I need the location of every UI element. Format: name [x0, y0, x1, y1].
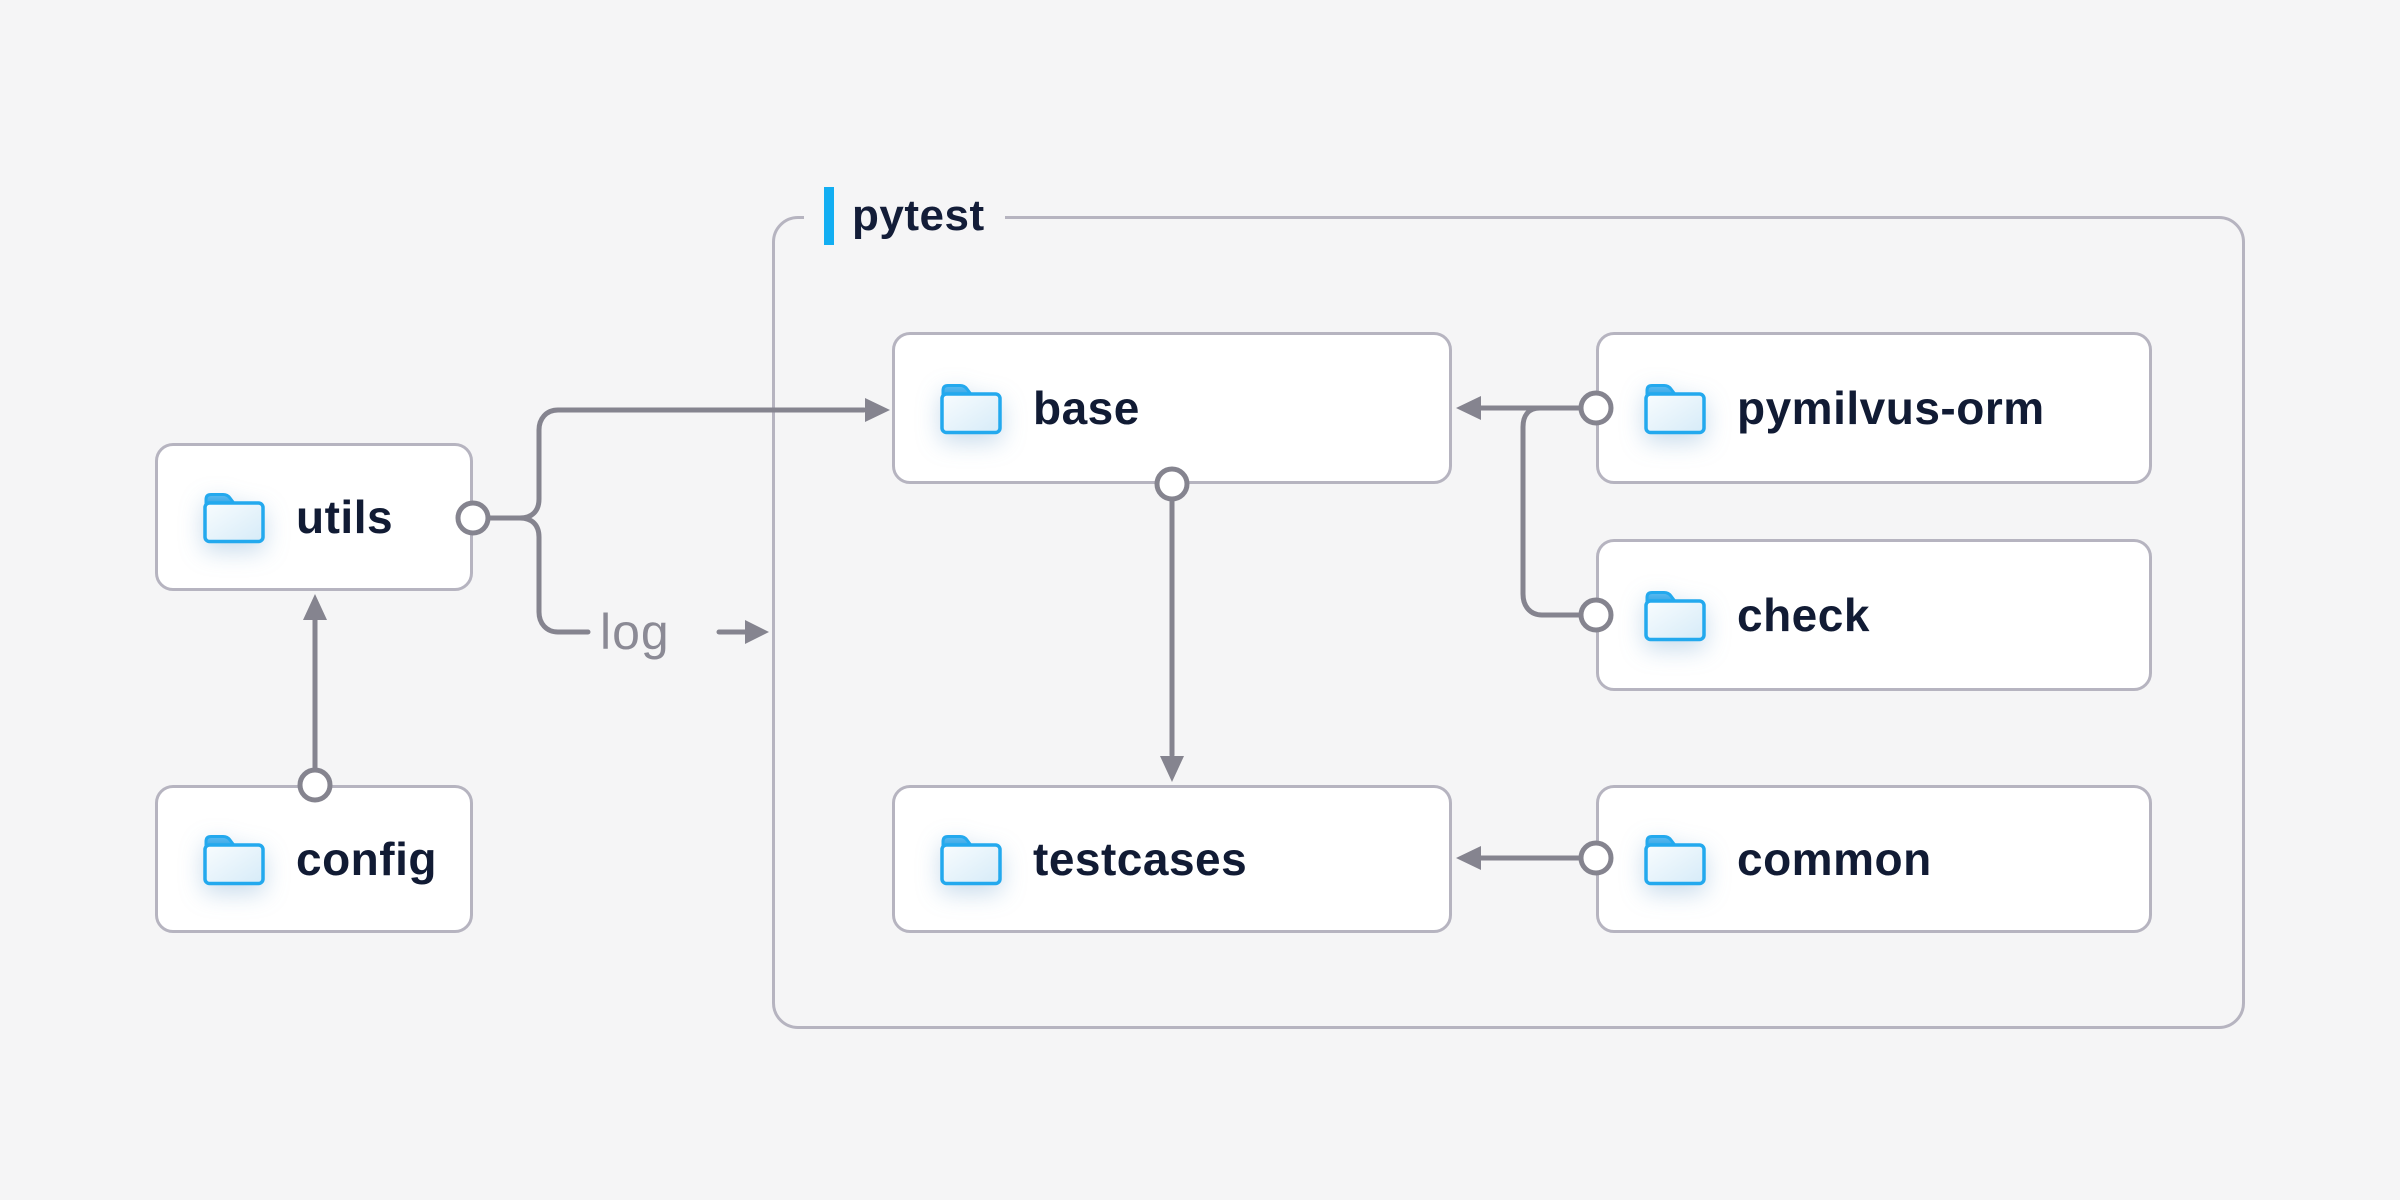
folder-icon [1643, 832, 1707, 886]
node-pymilvus-orm: pymilvus-orm [1596, 332, 2152, 484]
node-label: testcases [1033, 833, 1248, 885]
folder-icon [1643, 381, 1707, 435]
folder-icon [939, 832, 1003, 886]
folder-icon [1643, 588, 1707, 642]
pytest-container-label: pytest [804, 186, 1005, 246]
edge-label-log: log [600, 604, 670, 660]
node-testcases: testcases [892, 785, 1452, 933]
node-config: config [155, 785, 473, 933]
node-label: base [1033, 382, 1140, 434]
node-label: pymilvus-orm [1737, 382, 2045, 434]
node-check: check [1596, 539, 2152, 691]
arrowhead-right-icon [745, 620, 769, 644]
pytest-container-title: pytest [852, 191, 985, 240]
arrowhead-up-icon [303, 594, 327, 620]
node-base: base [892, 332, 1452, 484]
node-label: config [296, 833, 437, 885]
pytest-container [772, 216, 2245, 1029]
node-label: utils [296, 491, 394, 543]
node-label: common [1737, 833, 1932, 885]
folder-icon [939, 381, 1003, 435]
accent-bar-icon [824, 187, 834, 245]
folder-icon [202, 832, 266, 886]
edge-utils-log [517, 515, 591, 635]
node-utils: utils [155, 443, 473, 591]
node-label: check [1737, 589, 1870, 641]
node-common: common [1596, 785, 2152, 933]
folder-icon [202, 490, 266, 544]
